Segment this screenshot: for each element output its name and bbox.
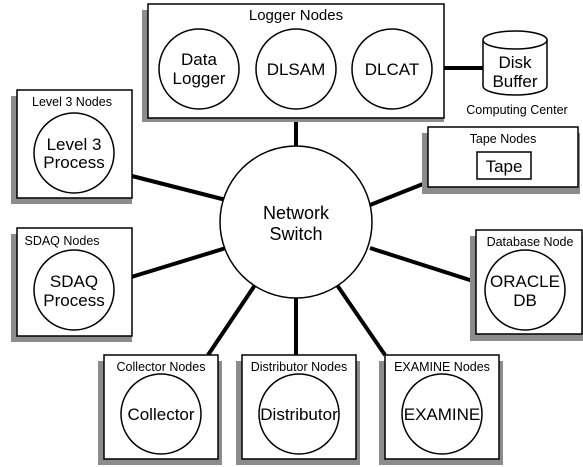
- collector-nodes-title: Collector Nodes: [117, 360, 206, 374]
- dlsam-label: DLSAM: [267, 60, 326, 79]
- link-switch-tape: [369, 180, 429, 207]
- level3-process-label-line2: Process: [43, 153, 104, 172]
- sdaq-nodes-group: SDAQ Nodes SDAQ Process: [11, 227, 133, 342]
- logger-nodes-title: Logger Nodes: [249, 7, 343, 24]
- distributor-node: [258, 373, 340, 455]
- tape-device: [476, 151, 532, 180]
- disk-buffer-label-line1: Disk: [498, 53, 532, 72]
- examine-nodes-group: EXAMINE Nodes EXAMINE: [379, 354, 503, 465]
- computing-center-caption: Computing Center: [466, 103, 567, 117]
- link-switch-level3: [127, 173, 227, 202]
- oracle-db-node: [484, 249, 566, 331]
- disk-buffer-label-line2: Buffer: [492, 72, 537, 91]
- tape-nodes-group: Tape Nodes Tape: [422, 126, 580, 194]
- examine-label: EXAMINE: [404, 405, 481, 424]
- level3-nodes-group: Level 3 Nodes Level 3 Process: [11, 89, 133, 204]
- sdaq-process-label-line1: SDAQ: [50, 272, 98, 291]
- disk-buffer-group: Disk Buffer Computing Center: [466, 30, 568, 117]
- sdaq-process-node: [33, 249, 115, 331]
- tape-label: Tape: [486, 157, 523, 176]
- network-switch-label-line1: Network: [263, 203, 330, 223]
- dlsam-node: [255, 28, 337, 110]
- disk-buffer-cylinder: [482, 40, 548, 96]
- tape-nodes-title: Tape Nodes: [470, 132, 537, 146]
- network-switch-group: Network Switch: [219, 145, 373, 299]
- oracle-db-label-line1: ORACLE: [490, 272, 560, 291]
- level3-nodes-title: Level 3 Nodes: [32, 95, 112, 109]
- collector-nodes-group: Collector Nodes Collector: [98, 354, 222, 465]
- distributor-nodes-title: Distributor Nodes: [251, 360, 348, 374]
- dlcat-label: DLCAT: [365, 60, 419, 79]
- link-switch-examine: [335, 283, 387, 357]
- level3-process-label-line1: Level 3: [47, 135, 102, 154]
- level3-process-node: [33, 112, 115, 194]
- network-switch-node: [219, 145, 373, 299]
- link-switch-sdaq: [127, 246, 227, 280]
- data-logger-node: [158, 28, 240, 110]
- connection-lines: [127, 66, 483, 357]
- sdaq-process-label-line2: Process: [43, 291, 104, 310]
- examine-nodes-title: EXAMINE Nodes: [394, 360, 490, 374]
- database-node-title: Database Node: [487, 235, 574, 249]
- examine-node: [401, 373, 483, 455]
- sdaq-nodes-title: SDAQ Nodes: [24, 234, 99, 248]
- link-switch-database: [369, 246, 477, 284]
- database-node-group: Database Node ORACLE DB: [470, 229, 583, 341]
- oracle-db-label-line2: DB: [513, 291, 537, 310]
- collector-node: [120, 373, 202, 455]
- distributor-label: Distributor: [260, 405, 338, 424]
- dlcat-node: [351, 28, 433, 110]
- network-switch-label-line2: Switch: [269, 224, 322, 244]
- collector-label: Collector: [127, 405, 194, 424]
- distributor-nodes-group: Distributor Nodes Distributor: [236, 354, 360, 465]
- data-logger-label-line1: Data: [181, 50, 217, 69]
- link-switch-collector: [206, 283, 257, 357]
- disk-buffer-top: [482, 30, 548, 50]
- data-logger-label-line2: Logger: [173, 69, 226, 88]
- logger-nodes-group: Logger Nodes Data Logger DLSAM DLCAT: [142, 3, 445, 122]
